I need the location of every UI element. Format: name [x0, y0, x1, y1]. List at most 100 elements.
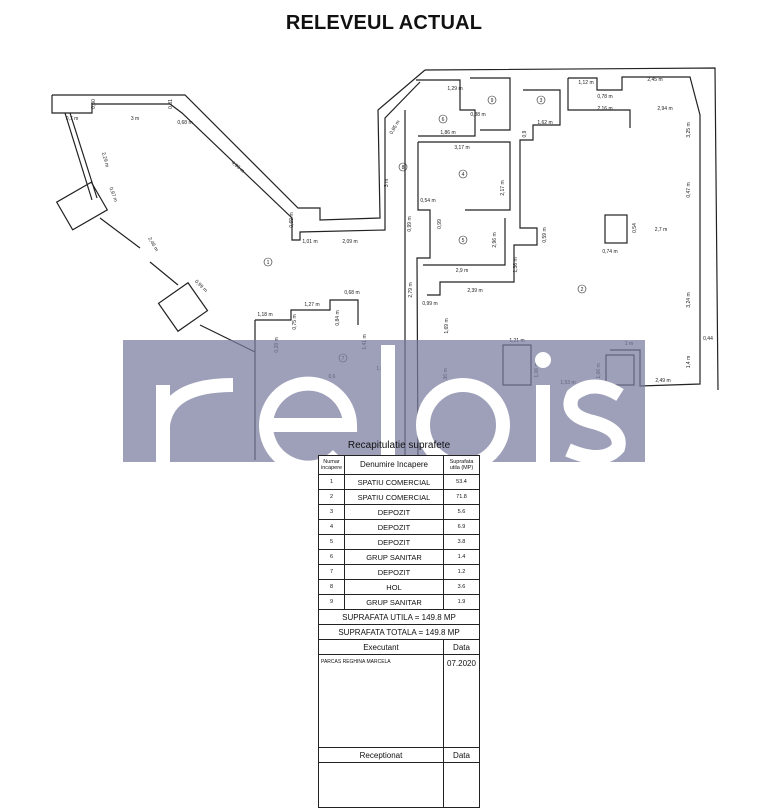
- watermark-letter-s: [563, 379, 626, 462]
- dimension-label: 3,17 m: [454, 145, 469, 151]
- room-area: 3.8: [443, 534, 480, 550]
- summary-table: Numar incapere Denumire Incapere Suprafa…: [318, 455, 480, 808]
- suprafata-utila: SUPRAFATA UTILA = 149.8 MP: [318, 609, 480, 625]
- dimension-label: 1,01 m: [302, 239, 317, 245]
- room-number: 5: [318, 534, 345, 550]
- dimension-label: 1,36 m: [513, 257, 519, 272]
- dimension-label: 2,16 m: [597, 106, 612, 112]
- room-number-circle: [263, 257, 273, 267]
- dimension-label: 0,47 m: [686, 182, 692, 197]
- watermark-letter-e: [259, 376, 358, 462]
- room-number-circle: [458, 169, 468, 179]
- room-area: 6.9: [443, 519, 480, 535]
- dimension-label: 0,88 m: [470, 112, 485, 118]
- room-number: 9: [318, 594, 345, 610]
- receptionat-signature: [318, 762, 444, 808]
- dimension-label: 2,29 m: [100, 152, 110, 168]
- suprafata-totala: SUPRAFATA TOTALA = 149.8 MP: [318, 624, 480, 640]
- room-area: 53.4: [443, 474, 480, 490]
- dimension-label: 2,17 m: [500, 180, 506, 195]
- room-number-label: 8: [402, 165, 405, 171]
- room-number-circle: [487, 95, 497, 105]
- room-number: 3: [318, 504, 345, 520]
- room-number-circle: [458, 235, 468, 245]
- dimension-label: 0,54 m: [420, 198, 435, 204]
- header-area: Suprafata utila (MP): [443, 455, 480, 475]
- dimension-label: 1,12 m: [578, 80, 593, 86]
- watermark-dot: [535, 352, 551, 368]
- dimension-label: 0,84 m: [335, 310, 341, 325]
- table-header-row: Numar incapere Denumire Incapere Suprafa…: [318, 455, 480, 475]
- data-label-2: Data: [443, 747, 480, 763]
- dimension-label: 3 m: [384, 179, 390, 187]
- room-name: SPATIU COMERCIAL: [344, 474, 444, 490]
- dimension-label: 2,39 m: [467, 288, 482, 294]
- room-number: 4: [318, 519, 345, 535]
- room-number: 8: [318, 579, 345, 595]
- dimension-label: 0,99 m: [407, 216, 413, 231]
- dimension-label: 0,31: [168, 99, 174, 109]
- room-number-circle: [577, 284, 587, 294]
- room-number-circle: [438, 114, 448, 124]
- dimension-label: 1,86 m: [440, 130, 455, 136]
- dimension-label: 2,79 m: [408, 282, 414, 297]
- page-title: RELEVEUL ACTUAL: [285, 12, 483, 34]
- header-nr: Numar incapere: [318, 455, 345, 475]
- watermark-logo: [156, 345, 626, 462]
- dimension-label: 2,46 m: [146, 236, 159, 252]
- dimension-label: 1,69 m: [444, 318, 450, 333]
- room-area: 5.6: [443, 504, 480, 520]
- dimension-label: 0,9: [522, 130, 528, 137]
- room-number: 6: [318, 549, 345, 565]
- dimension-label: 2,09 m: [342, 239, 357, 245]
- data-label: Data: [443, 639, 480, 655]
- room-name: DEPOZIT: [344, 534, 444, 550]
- dimension-label: 0,30: [91, 99, 97, 109]
- dimension-label: 2,96 m: [492, 232, 498, 247]
- summary-table-section: Recapitulatie suprafete Numar incapere D…: [318, 440, 480, 808]
- dimension-label: 0,7 m: [66, 116, 79, 122]
- room-name: SPATIU COMERCIAL: [344, 489, 444, 505]
- room-number: 2: [318, 489, 345, 505]
- summary-title: Recapitulatie suprafete: [347, 440, 451, 451]
- executant-label: Executant: [318, 639, 444, 655]
- room-area: 71.8: [443, 489, 480, 505]
- room-number-label: 3: [540, 98, 543, 104]
- room-number: 7: [318, 564, 345, 580]
- room-name: DEPOZIT: [344, 564, 444, 580]
- dimension-label: 2,45 m: [647, 77, 662, 83]
- dimension-label: 0,69 m: [289, 212, 295, 227]
- dimension-label: 1,62 m: [537, 120, 552, 126]
- dimension-label: 1,27 m: [304, 302, 319, 308]
- room-number: 1: [318, 474, 345, 490]
- room-number-label: 6: [442, 117, 445, 123]
- watermark-letter-o: [416, 378, 510, 462]
- room-number-circle: [398, 162, 408, 172]
- dimension-label: 0,99 m: [422, 301, 437, 307]
- dimension-label: 1,18 m: [257, 312, 272, 318]
- dimension-label: 3 m: [131, 116, 139, 122]
- room-area: 1.2: [443, 564, 480, 580]
- room-number-label: 4: [462, 172, 465, 178]
- header-name: Denumire Incapere: [344, 455, 444, 475]
- dimension-label: 4,93 m: [230, 160, 246, 174]
- dimension-label: 2,49 m: [655, 378, 670, 384]
- room-name: GRUP SANITAR: [344, 594, 444, 610]
- receptionat-date: [443, 762, 480, 808]
- dimension-label: 0,74 m: [602, 249, 617, 255]
- dimension-label: 1,29 m: [447, 86, 462, 92]
- dimension-label: 0,44: [703, 336, 713, 342]
- room-number-label: 5: [462, 238, 465, 244]
- room-number-circle: [536, 95, 546, 105]
- executant-name: PARCAS REGHINA MARCELA: [318, 654, 444, 748]
- dimension-label: 0,59 m: [542, 227, 548, 242]
